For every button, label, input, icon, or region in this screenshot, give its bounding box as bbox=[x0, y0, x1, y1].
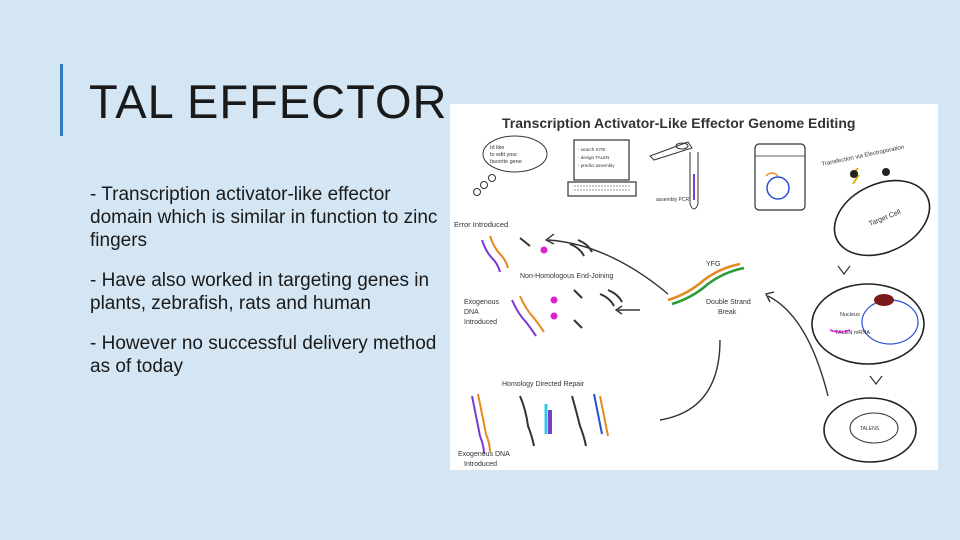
arrow-curve bbox=[767, 295, 829, 397]
exogenous-label: Exogenous DNA bbox=[458, 451, 510, 458]
talen-diagram: Transcription Activator-Like Effector Ge… bbox=[450, 104, 938, 470]
yfg-strand bbox=[671, 266, 745, 306]
diagram-title: Transcription Activator-Like Effector Ge… bbox=[502, 115, 855, 131]
bullet-item: - However no successful delivery method … bbox=[90, 333, 437, 377]
yfg-label: YFG bbox=[706, 261, 720, 268]
final-cell: TALENS bbox=[823, 397, 917, 463]
title-accent-bar bbox=[60, 64, 63, 136]
error-introduced-label: Error Introduced bbox=[454, 220, 508, 229]
dna-strand-group bbox=[511, 289, 623, 337]
laptop-icon: - search SITE - design TALEN - predict a… bbox=[567, 139, 637, 197]
lightning-icon bbox=[850, 167, 890, 185]
thought-bubble: Id like to edit your favorite gene bbox=[473, 135, 548, 196]
talen-mrna-label: TALEN mRNA bbox=[835, 330, 870, 336]
arrow-curve bbox=[547, 239, 669, 295]
screen-line: - search SITE bbox=[578, 147, 606, 152]
screen-line: - predict assembly bbox=[578, 163, 615, 168]
talens-label: TALENS bbox=[860, 426, 880, 432]
bullet-list: - Transcription activator-like effector … bbox=[90, 183, 440, 395]
slide-title: TAL EFFECTOR bbox=[89, 75, 448, 128]
cuvette-icon bbox=[754, 143, 806, 211]
assembly-label: assembly PCR bbox=[656, 197, 689, 203]
tube-icon: assembly PCR bbox=[656, 152, 699, 210]
target-cell: Target Cell bbox=[833, 179, 931, 257]
hdr-label: Homology Directed Repair bbox=[502, 381, 585, 388]
thought-line: favorite gene bbox=[490, 159, 522, 165]
nucleus-label: Nucleus bbox=[840, 312, 860, 318]
yfg-strand bbox=[667, 262, 741, 302]
nhej-label: Non-Homologous End-Joining bbox=[520, 273, 613, 280]
exogenous-label: Introduced bbox=[464, 461, 497, 468]
dsb-label: Double Strand bbox=[706, 299, 751, 306]
pipette-icon bbox=[649, 141, 693, 161]
bullet-item: - Transcription activator-like effector … bbox=[90, 184, 438, 251]
thought-line: Id like bbox=[490, 145, 504, 151]
nucleus-cell: Nucleus TALEN mRNA bbox=[811, 283, 925, 365]
dna-strand-group bbox=[481, 235, 593, 273]
target-cell-label: Target Cell bbox=[868, 209, 902, 228]
exogenous-label: DNA bbox=[464, 309, 479, 316]
arrow-curve bbox=[659, 339, 721, 421]
electroporation-label: Transfection via Electroporation bbox=[821, 145, 905, 168]
arrow-down-icon bbox=[869, 375, 883, 385]
screen-line: - design TALEN bbox=[578, 155, 609, 160]
exogenous-label: Exogenous bbox=[464, 299, 500, 306]
talen-diagram-svg: Transcription Activator-Like Effector Ge… bbox=[454, 115, 931, 468]
bullet-item: - Have also worked in targeting genes in… bbox=[90, 270, 430, 314]
arrow-down-icon bbox=[837, 265, 851, 275]
dsb-label: Break bbox=[718, 309, 737, 316]
exogenous-label: Introduced bbox=[464, 319, 497, 326]
thought-line: to edit your bbox=[490, 152, 517, 158]
dna-strand-group bbox=[471, 393, 609, 455]
